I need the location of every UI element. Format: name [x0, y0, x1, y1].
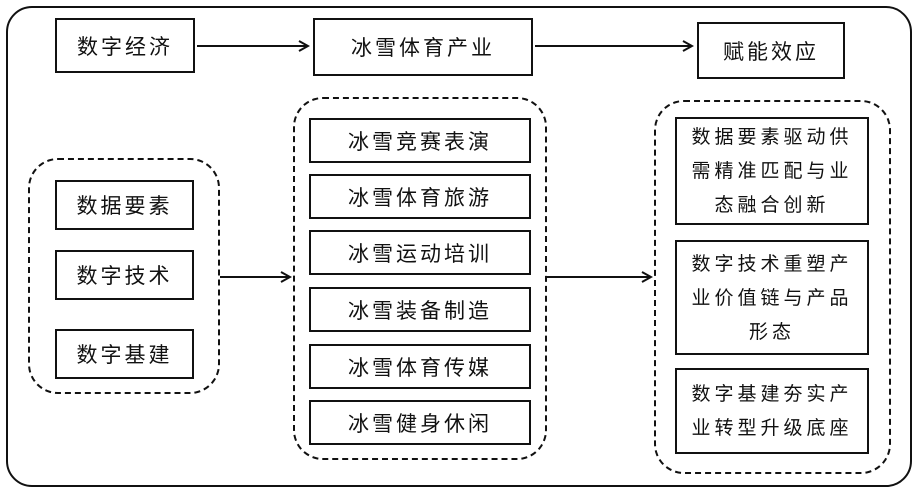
right-item-label: 数据要素驱动供需精准匹配与业态融合创新	[691, 126, 853, 216]
middle-item-3: 冰雪运动培训	[309, 230, 531, 275]
right-item-3: 数字基建夯实产业转型升级底座	[675, 368, 869, 454]
left-item-label: 数字基建	[76, 343, 173, 367]
outer-frame	[6, 6, 912, 487]
right-item-label: 数字技术重塑产业价值链与产品形态	[691, 252, 853, 343]
middle-item-4: 冰雪装备制造	[309, 287, 531, 332]
left-item-label: 数字技术	[76, 264, 173, 288]
middle-item-label: 冰雪健身休闲	[348, 411, 492, 436]
left-item-data-elements: 数据要素	[55, 180, 194, 230]
middle-item-1: 冰雪竞赛表演	[309, 118, 531, 163]
middle-item-label: 冰雪运动培训	[348, 241, 492, 266]
middle-item-2: 冰雪体育旅游	[309, 174, 531, 219]
right-item-1: 数据要素驱动供需精准匹配与业态融合创新	[675, 117, 869, 225]
middle-item-label: 冰雪竞赛表演	[348, 129, 492, 154]
middle-item-label: 冰雪体育传媒	[348, 355, 492, 380]
right-item-label: 数字基建夯实产业转型升级底座	[691, 383, 853, 439]
middle-group	[293, 97, 547, 460]
left-item-digital-tech: 数字技术	[55, 250, 194, 300]
right-group	[654, 100, 891, 474]
digital-economy-label: 数字经济	[77, 34, 173, 59]
left-group	[28, 158, 220, 394]
middle-item-label: 冰雪装备制造	[348, 298, 492, 323]
ice-snow-industry-box: 冰雪体育产业	[313, 18, 533, 76]
right-item-2: 数字技术重塑产业价值链与产品形态	[675, 240, 869, 355]
ice-snow-industry-label: 冰雪体育产业	[351, 36, 495, 60]
middle-item-5: 冰雪体育传媒	[309, 344, 531, 389]
middle-item-6: 冰雪健身休闲	[309, 400, 531, 445]
empowerment-effect-label: 赋能效应	[723, 39, 819, 64]
left-item-digital-infra: 数字基建	[55, 329, 194, 379]
left-item-label: 数据要素	[76, 194, 173, 218]
middle-item-label: 冰雪体育旅游	[348, 185, 492, 210]
empowerment-effect-box: 赋能效应	[697, 22, 845, 79]
digital-economy-box: 数字经济	[55, 18, 195, 73]
